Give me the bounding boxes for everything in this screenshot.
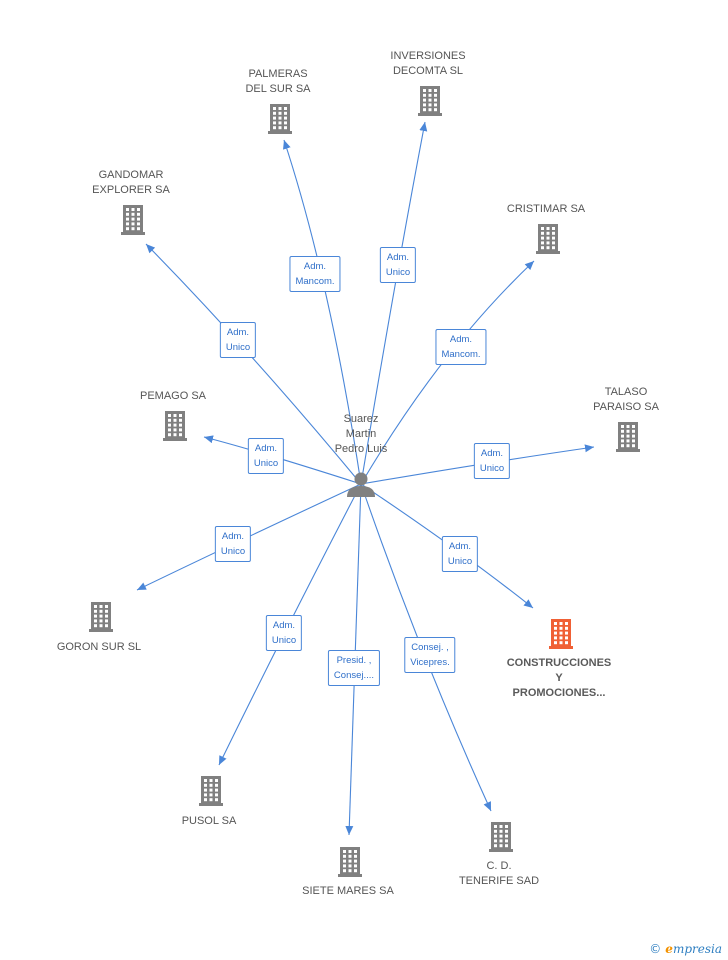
building-icon [549, 619, 573, 649]
company-name-line: TENERIFE SAD [458, 875, 540, 887]
company-name-line: CRISTIMAR SA [506, 203, 586, 215]
logo-text: mpresia [672, 942, 722, 956]
relation-label-line: Adm. [480, 448, 504, 459]
building-icon [616, 422, 640, 452]
building-icon [536, 224, 560, 254]
relation-label-line: Adm. [303, 261, 327, 272]
relation-label-tenerife[interactable]: Consej. , Vicepres. [404, 637, 456, 673]
company-name-line: PALMERAS [248, 68, 308, 80]
relation-label-cristimar[interactable]: Adm. Mancom. [435, 329, 487, 365]
relation-label-line: Adm. [449, 334, 473, 345]
company-name-line: PEMAGO SA [139, 390, 207, 402]
company-name-line: EXPLORER SA [92, 184, 170, 196]
relation-label-line: Unico [225, 342, 251, 353]
relation-label-line: Consej. , [411, 642, 449, 653]
company-node-gandomar[interactable]: GANDOMAR EXPLORER SA [92, 168, 170, 198]
building-icon [268, 104, 292, 134]
company-name-line: CONSTRUCCIONES [506, 657, 612, 669]
company-name-line: DEL SUR SA [245, 83, 311, 95]
company-name-line: Y [555, 672, 563, 684]
relation-label-line: Unico [447, 556, 473, 567]
company-node-siete[interactable]: SIETE MARES SA [302, 884, 394, 899]
company-node-pusol[interactable]: PUSOL SA [182, 814, 237, 829]
company-name-line: GORON SUR SL [56, 641, 142, 653]
relation-label-talaso[interactable]: Adm. Unico [473, 443, 511, 479]
company-node-construcciones[interactable]: CONSTRUCCIONES Y PROMOCIONES... [507, 656, 612, 701]
company-name-line: PUSOL SA [181, 815, 237, 827]
relation-label-line: Unico [271, 635, 297, 646]
edge-inversiones [360, 121, 428, 485]
person-name-line: Pedro Luis [334, 443, 388, 455]
relation-label-goron[interactable]: Adm. Unico [214, 526, 252, 562]
empresia-logo: ©empresia [649, 942, 722, 956]
relation-label-line: Adm. [386, 252, 410, 263]
relation-label-pemago[interactable]: Adm. Unico [247, 438, 285, 474]
relation-label-line: Adm. [448, 541, 472, 552]
relation-label-palmeras[interactable]: Adm. Mancom. [289, 256, 341, 292]
person-name-line: Martin [345, 428, 377, 440]
company-name-line: SIETE MARES SA [302, 885, 394, 897]
relation-label-siete[interactable]: Presid. , Consej.... [327, 650, 381, 686]
relation-label-line: Unico [253, 458, 279, 469]
company-node-goron[interactable]: GORON SUR SL [57, 640, 141, 655]
building-icon [418, 86, 442, 116]
building-icon [338, 847, 362, 877]
person-name-line: Suarez [343, 413, 379, 425]
relation-label-line: Adm. [272, 620, 296, 631]
building-icon [89, 602, 113, 632]
logo-initial: e [665, 942, 673, 956]
relation-label-inversiones[interactable]: Adm. Unico [379, 247, 417, 283]
company-node-inversiones[interactable]: INVERSIONES DECOMTA SL [390, 49, 465, 79]
building-icon [199, 776, 223, 806]
relation-label-line: Presid. , [336, 655, 372, 666]
company-node-palmeras[interactable]: PALMERAS DEL SUR SA [245, 67, 310, 97]
relation-label-line: Unico [220, 546, 246, 557]
relation-label-line: Adm. [254, 443, 278, 454]
company-name-line: PROMOCIONES... [512, 687, 606, 699]
relation-label-line: Vicepres. [410, 657, 450, 668]
relation-label-line: Consej.... [333, 670, 375, 681]
building-icon [489, 822, 513, 852]
building-icon [163, 411, 187, 441]
company-node-pemago[interactable]: PEMAGO SA [140, 389, 206, 404]
relation-label-line: Adm. [221, 531, 245, 542]
company-node-cristimar[interactable]: CRISTIMAR SA [507, 202, 585, 217]
relation-label-line: Unico [479, 463, 505, 474]
building-icon [121, 205, 145, 235]
company-name-line: TALASO [604, 386, 648, 398]
person-icon [347, 472, 375, 497]
relation-label-gandomar[interactable]: Adm. Unico [219, 322, 257, 358]
relation-label-pusol[interactable]: Adm. Unico [265, 615, 303, 651]
company-name-line: INVERSIONES [390, 50, 466, 62]
copyright-symbol: © [649, 942, 662, 956]
company-name-line: PARAISO SA [593, 401, 659, 413]
relation-label-line: Mancom. [441, 349, 481, 360]
company-name-line: GANDOMAR [98, 169, 164, 181]
company-name-line: C. D. [486, 860, 512, 872]
relation-label-line: Unico [385, 267, 411, 278]
company-node-tenerife[interactable]: C. D. TENERIFE SAD [459, 859, 539, 889]
edge-palmeras [283, 139, 362, 485]
company-node-talaso[interactable]: TALASO PARAISO SA [593, 385, 659, 415]
relation-label-line: Adm. [226, 327, 250, 338]
company-name-line: DECOMTA SL [392, 65, 464, 77]
relation-label-line: Mancom. [295, 276, 335, 287]
relation-label-construcciones[interactable]: Adm. Unico [441, 536, 479, 572]
